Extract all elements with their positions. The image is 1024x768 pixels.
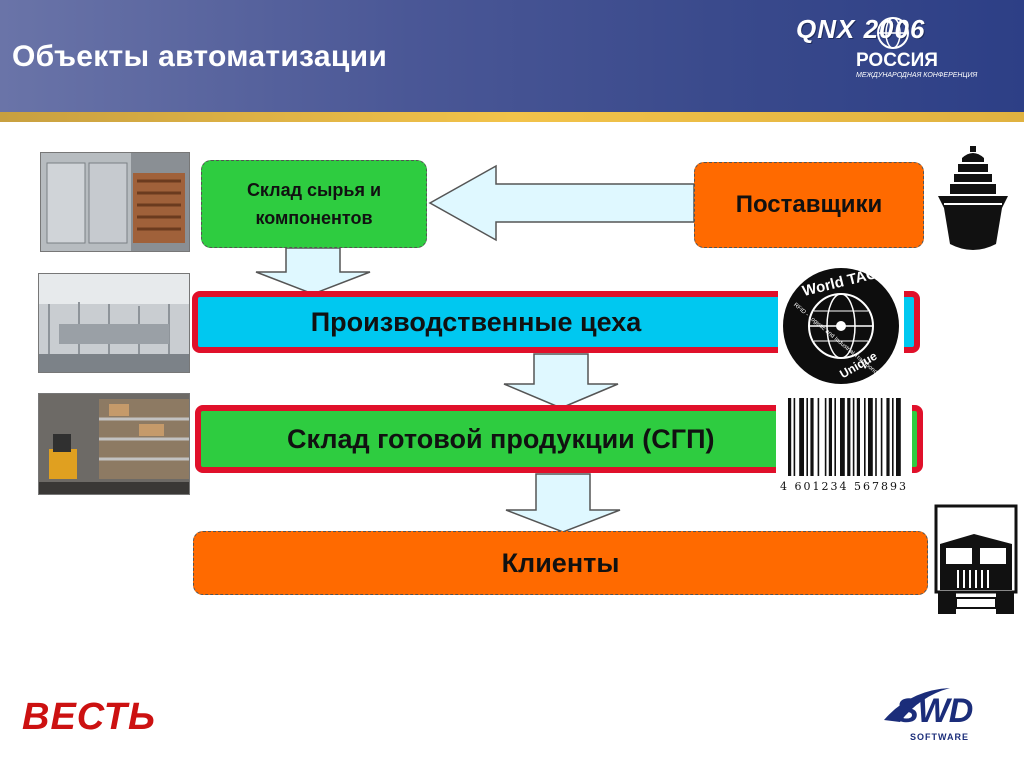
header-accent-line — [0, 112, 1024, 122]
barcode-image: 4 601234 567893 — [776, 392, 912, 498]
qnx-logo-country: РОССИЯ — [856, 50, 938, 71]
globe-icon — [877, 17, 909, 49]
truck-icon — [934, 504, 1018, 614]
barcode-bars — [788, 398, 901, 476]
rfid-tag-image: World TAG Unique RFID - Logistic and Ind… — [778, 265, 904, 386]
suppliers-label: Поставщики — [735, 191, 883, 218]
arrow-suppliers-to-raw — [428, 164, 695, 242]
swd-software-logo: SWD SOFTWARE — [880, 680, 990, 750]
production-photo — [38, 273, 190, 373]
qnx-logo-event: QNX 2006 — [796, 14, 926, 44]
raw-materials-store-box: Склад сырья и компонентов — [201, 160, 427, 248]
swd-logo-text: SWD — [896, 692, 973, 730]
swd-swoosh-icon — [884, 688, 950, 722]
qnx-conference-logo: QNX 2006 РОССИЯ МЕЖДУНАРОДНАЯ КОНФЕРЕНЦИ… — [796, 14, 1020, 84]
production-label: Производственные цеха — [310, 306, 642, 337]
vest-logo: ВЕСТЬ — [22, 696, 156, 738]
ship-icon — [938, 146, 1008, 250]
swd-logo-subtext: SOFTWARE — [910, 732, 969, 742]
slide-header — [0, 0, 1024, 112]
customers-box: Клиенты — [193, 531, 928, 595]
arrow-finished-to-customers — [505, 473, 621, 533]
arrow-raw-to-production — [255, 247, 371, 295]
barcode-digits: 4 601234 567893 — [780, 480, 908, 493]
raw-materials-store-label: Склад сырья и компонентов — [246, 180, 382, 228]
finished-goods-label: Склад готовой продукции (СГП) — [287, 423, 715, 454]
warehouse-photo-raw — [40, 152, 190, 252]
finished-goods-photo — [38, 393, 190, 495]
arrow-production-to-finished — [503, 353, 619, 409]
slide-title: Объекты автоматизации — [12, 40, 388, 73]
customers-label: Клиенты — [501, 547, 620, 578]
suppliers-box: Поставщики — [694, 162, 924, 248]
qnx-logo-subtitle: МЕЖДУНАРОДНАЯ КОНФЕРЕНЦИЯ — [856, 72, 978, 79]
